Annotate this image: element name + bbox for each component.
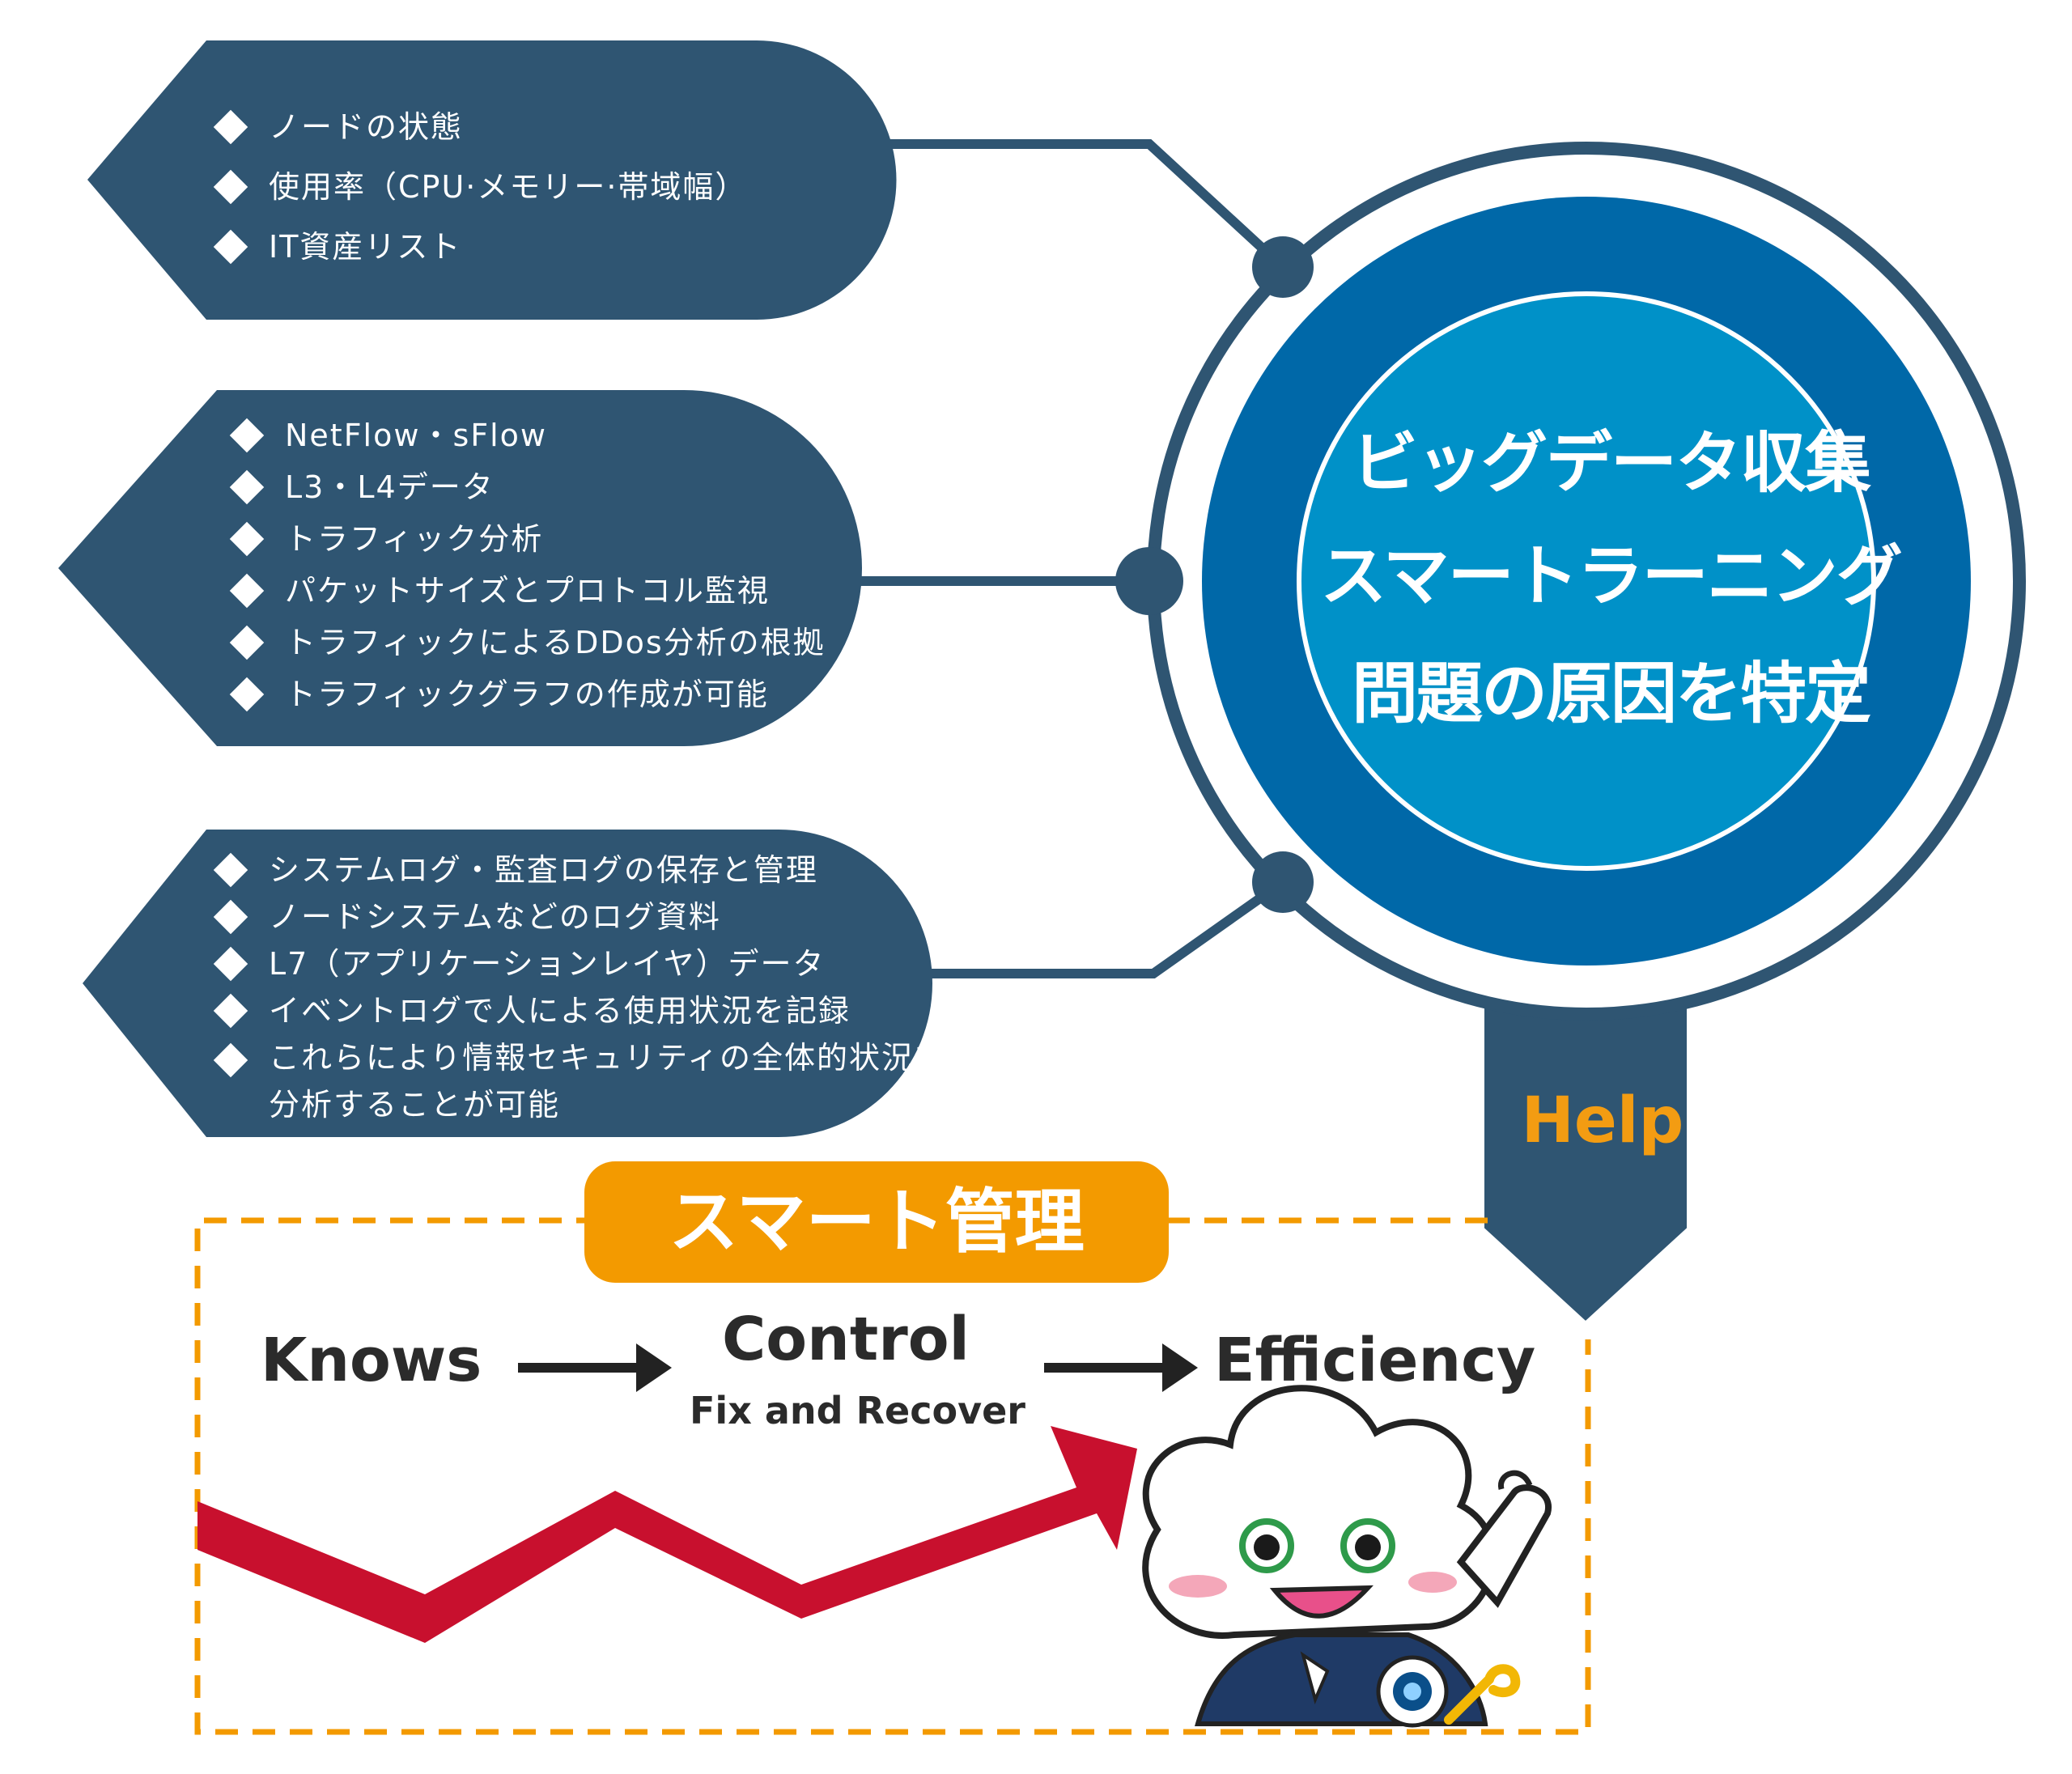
list-item: トラフィック分析: [228, 513, 826, 565]
help-badge-shape: [1475, 995, 1696, 1335]
list-item: L7（アプリケーションレイヤ）データ: [212, 940, 946, 987]
list-item: イベントログで人による使用状況を記録: [212, 987, 946, 1034]
list-item: トラフィックグラフの作成が可能: [228, 668, 826, 720]
list-item: トラフィックによるDDos分析の根拠: [228, 617, 826, 668]
help-label: Help: [1521, 1084, 1684, 1157]
arrow-right-icon: [518, 1343, 672, 1392]
circle-line-3: 問題の原因を特定: [1351, 656, 1871, 732]
list-item: 使用率（CPU·メモリー·帯域幅）: [212, 157, 747, 217]
panel-node-status: ノードの状態 使用率（CPU·メモリー·帯域幅） IT資産リスト: [212, 97, 747, 277]
list-item: IT資産リスト: [212, 217, 747, 277]
list-item-line: これらにより情報セキュリティの全体的状況を: [269, 1040, 946, 1076]
step-control: Control: [722, 1305, 970, 1374]
smart-dashed-frame: [194, 1217, 1591, 1735]
step-efficiency: Efficiency: [1214, 1326, 1536, 1395]
list-item: NetFlow・sFlow: [228, 410, 826, 461]
circle-inner: [1297, 291, 1876, 871]
list-item: ノードシステムなどのログ資料: [212, 893, 946, 940]
circle-line-1: ビッグデータ収集: [1351, 425, 1871, 502]
list-item: ノードの状態: [212, 97, 747, 157]
connector-top: [890, 139, 1287, 271]
panel-logs: システムログ・監査ログの保存と管理 ノードシステムなどのログ資料 L7（アプリケ…: [212, 847, 946, 1128]
circle-line-2: スマートラーニング: [1320, 538, 1903, 615]
knob-middle: [1115, 547, 1183, 615]
list-item: システムログ・監査ログの保存と管理: [212, 847, 946, 893]
step-control-subtitle: Fix and Recover: [690, 1389, 1025, 1432]
arrow-right-icon: [1044, 1343, 1198, 1392]
step-knows: Knows: [261, 1326, 482, 1395]
panel-traffic: NetFlow・sFlow L3・L4データ トラフィック分析 パケットサイズと…: [228, 410, 826, 720]
connector-bottom: [923, 878, 1286, 978]
list-item-line: 分析することが可能: [269, 1087, 561, 1123]
smart-management-title: スマート管理: [584, 1161, 1169, 1283]
cloud-mascot-icon: [1142, 1385, 1552, 1728]
list-item: パケットサイズとプロトコル監視: [228, 565, 826, 617]
list-item-multiline: これらにより情報セキュリティの全体的状況を 分析することが可能: [212, 1034, 946, 1128]
list-item: L3・L4データ: [228, 461, 826, 513]
knob-bottom: [1252, 851, 1314, 913]
knob-top: [1252, 236, 1314, 298]
trend-arrow: [197, 1426, 1137, 1643]
